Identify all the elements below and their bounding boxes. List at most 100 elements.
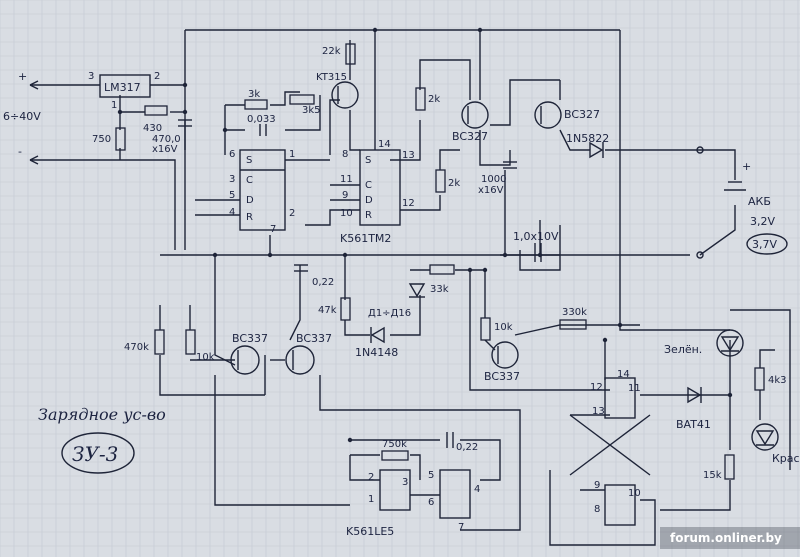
tm2-pin-13: 13: [402, 150, 415, 161]
k561le5-gate-a: [379, 469, 411, 511]
tm2-r-right: R: [365, 210, 372, 221]
diode-1n5822: [589, 141, 604, 159]
resistor-750-label: 750: [92, 134, 111, 145]
led-red-label: Крас: [772, 452, 800, 465]
transistor-bc337-a: [230, 345, 260, 375]
bc337-b-label: BC337: [296, 332, 332, 345]
transistor-bc337-c: [491, 341, 519, 369]
bc337-a-label: BC337: [232, 332, 268, 345]
watermark-bg: [660, 527, 800, 549]
le5-pin-2: 2: [368, 472, 374, 483]
lm317-body: [99, 74, 151, 98]
transistor-kt315: [331, 81, 359, 109]
tm2-pin-7: 7: [270, 224, 276, 235]
battery-voltage-2: 3,7V: [752, 238, 777, 251]
battery-symbol: [724, 181, 746, 191]
input-voltage-label: 6÷40V: [3, 110, 41, 123]
resistor-750k-label: 750k: [382, 439, 407, 450]
junction-dots: [117, 27, 733, 443]
battery-voltage-1: 3,2V: [750, 215, 775, 228]
resistor-33k-label: 33k: [430, 284, 449, 295]
tm2-pin-14: 14: [378, 139, 391, 150]
le5-pin-5: 5: [428, 470, 434, 481]
resistor-47k-label: 47k: [318, 305, 337, 316]
battery-voltage-2-circle: [746, 233, 788, 255]
resistor-10k-b-label: 10k: [494, 322, 513, 333]
capacitor-470: [178, 119, 192, 127]
transistor-bc337-b: [285, 345, 315, 375]
device-title: Зарядное ус-во: [38, 405, 166, 424]
resistor-33k: [429, 264, 455, 275]
tm2-pin-3: 3: [229, 174, 235, 185]
resistor-4k3: [754, 367, 765, 391]
lm317-pin-adj: 1: [111, 100, 117, 111]
capacitor-022-b: [446, 432, 454, 448]
le5-pin-7: 7: [458, 522, 464, 533]
tm2-c-right: C: [365, 180, 372, 191]
wiring: [30, 29, 791, 546]
transistor-bc327-a: [461, 101, 489, 129]
capacitor-0033: [259, 124, 267, 136]
tm2-r-left: R: [246, 212, 253, 223]
k561tm2-label: K561TM2: [340, 232, 391, 245]
resistor-4k3-label: 4k3: [768, 375, 787, 386]
capacitor-470-label: 470,0: [152, 134, 181, 145]
le5-pin-6: 6: [428, 497, 434, 508]
resistor-430: [144, 105, 168, 116]
resistor-2k-top: [415, 87, 426, 111]
resistor-3k-label: 3k: [248, 89, 260, 100]
le5-pin-3: 3: [402, 477, 408, 488]
le5-pin-4: 4: [474, 484, 480, 495]
k561le5-gate-c: [604, 377, 636, 419]
bc327-a-label: BC327: [452, 130, 488, 143]
led-red: [751, 423, 779, 451]
le5-pin-8: 8: [594, 504, 600, 515]
le5-pin-14: 14: [617, 369, 630, 380]
tm2-pin-10: 10: [340, 208, 353, 219]
resistor-10k-a: [185, 329, 196, 355]
tm2-s-right: S: [365, 155, 371, 166]
le5-pin-11: 11: [628, 383, 641, 394]
device-code-circle: [61, 432, 135, 474]
tm2-s-left: S: [246, 155, 252, 166]
resistor-10k-a-label: 10k: [196, 352, 215, 363]
lm317-label: LM317: [104, 81, 141, 94]
resistor-3k: [244, 99, 268, 110]
tm2-pin-2: 2: [289, 208, 295, 219]
tm2-pin-4: 4: [229, 207, 235, 218]
resistor-470k-label: 470k: [124, 342, 149, 353]
resistor-2k-mid: [435, 169, 446, 193]
tm2-pin-9: 9: [342, 190, 348, 201]
diode-bat41: [687, 386, 702, 404]
watermark-text: forum.onliner.by: [670, 531, 782, 545]
resistor-10k-b: [480, 317, 491, 341]
k561le5-gate-b: [439, 469, 471, 519]
tm2-d-right: D: [365, 195, 373, 206]
k561le5-gate-d: [604, 484, 636, 526]
capacitor-022-b-label: 0,22: [456, 442, 478, 453]
resistor-750k: [381, 450, 409, 461]
k561tm2-left-section: [239, 149, 286, 231]
le5-pin-12: 12: [590, 382, 603, 393]
device-code: ЗУ-3: [72, 442, 118, 466]
tm2-d-left: D: [246, 195, 254, 206]
k561le5-label: K561LE5: [346, 525, 394, 538]
resistor-2k-top-label: 2k: [428, 94, 440, 105]
diode-1n4148-label: 1N4148: [355, 346, 398, 359]
diode-d1-d16-label: Д1÷Д16: [368, 308, 411, 319]
tm2-pin-6: 6: [229, 149, 235, 160]
le5-pin-1: 1: [368, 494, 374, 505]
capacitor-1000-label: 1000: [481, 174, 506, 185]
diode-1n5822-label: 1N5822: [566, 132, 609, 145]
lm317-pin-out: 2: [154, 71, 160, 82]
capacitor-1000: [503, 161, 517, 169]
resistor-750: [115, 127, 126, 151]
le5-pin-9: 9: [594, 480, 600, 491]
tm2-pin-5: 5: [229, 190, 235, 201]
tm2-pin-1: 1: [289, 149, 295, 160]
resistor-330k-label: 330k: [562, 307, 587, 318]
le5-pin-13: 13: [592, 406, 605, 417]
capacitor-1x10: [534, 243, 542, 262]
